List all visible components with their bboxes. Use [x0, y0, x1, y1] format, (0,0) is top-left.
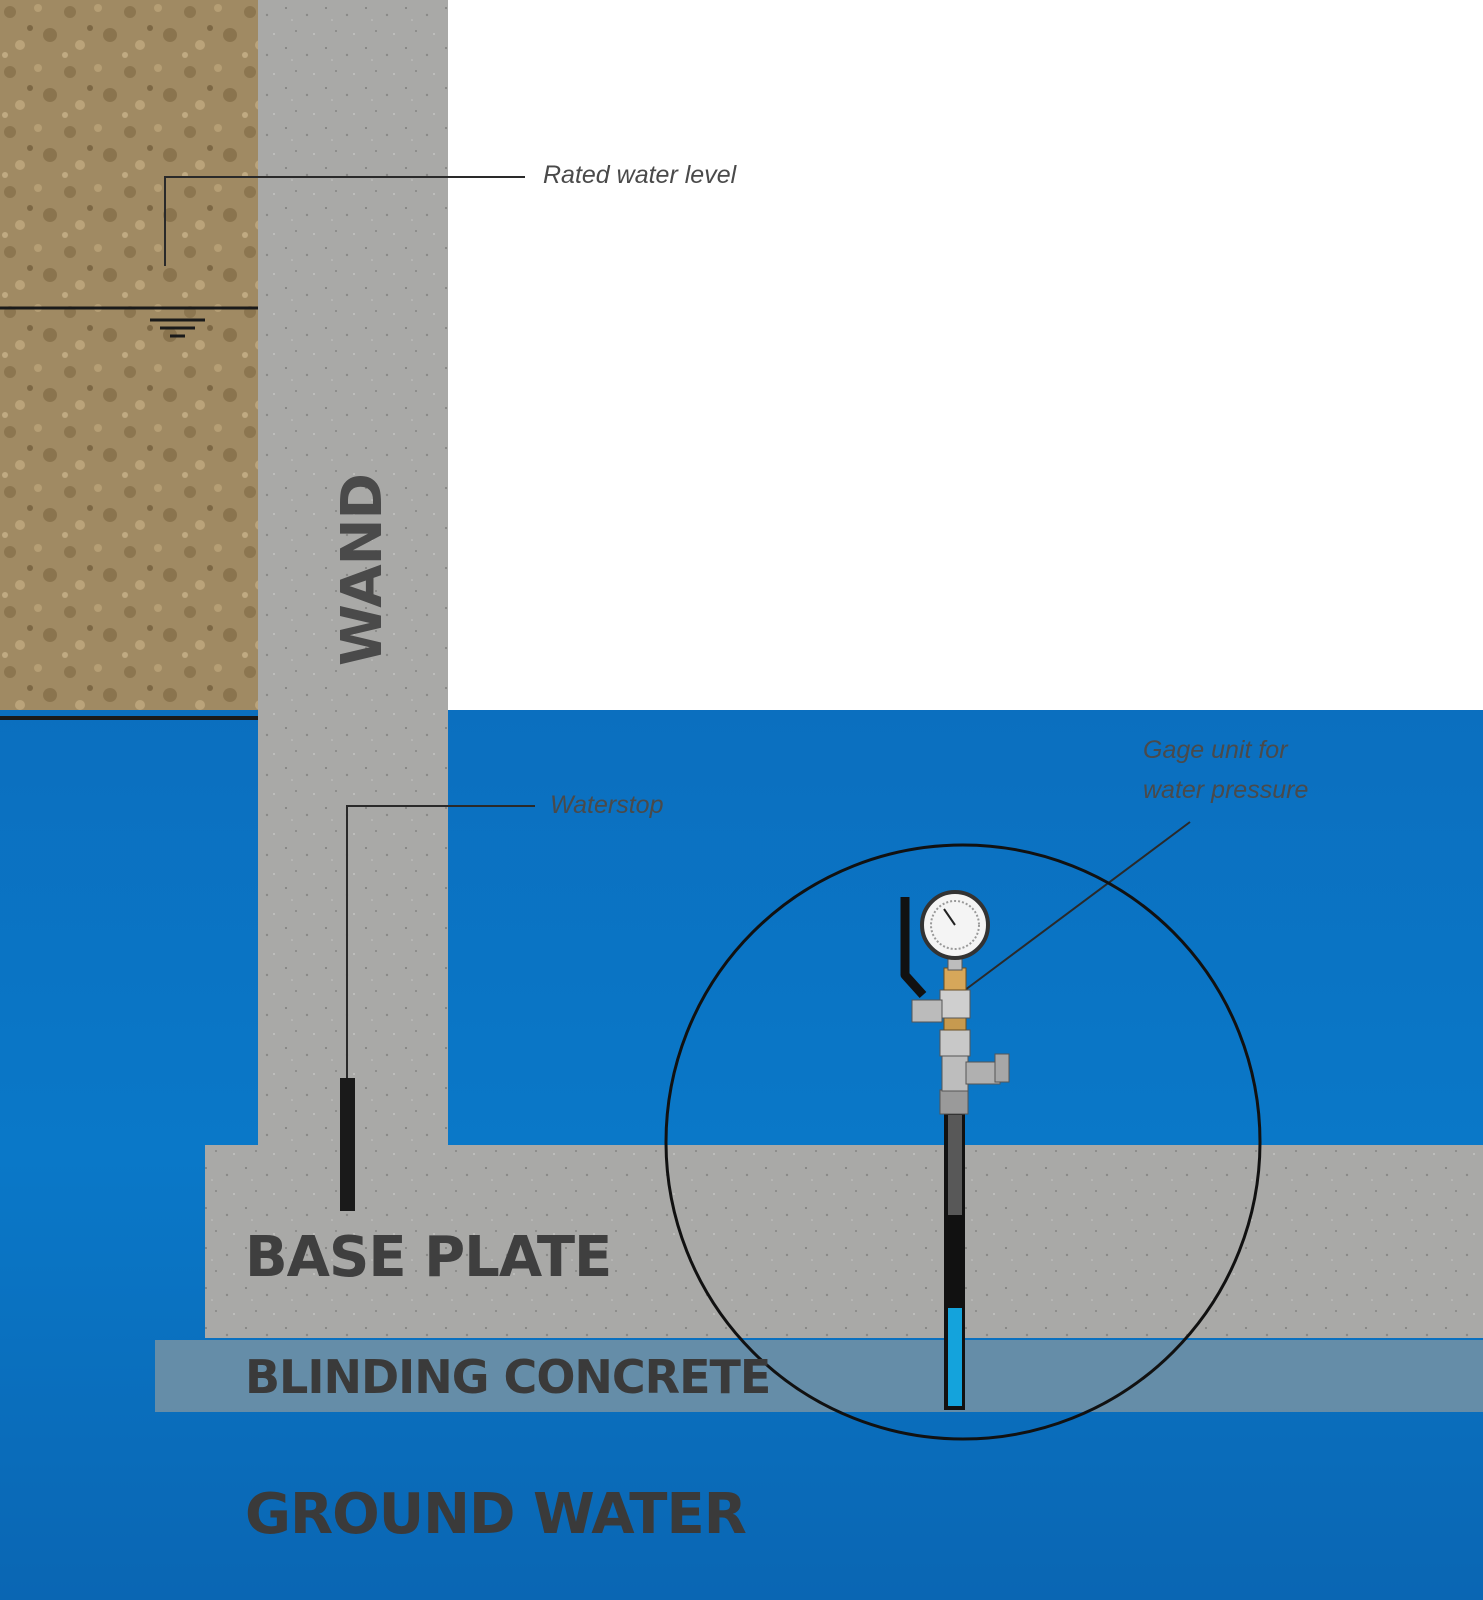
- label-rated-water-level: Rated water level: [543, 161, 737, 189]
- gage-unit: [900, 890, 1010, 1410]
- detail-circle: [664, 843, 1262, 1441]
- water-level-icon: [150, 318, 205, 338]
- rated-water-leader: [164, 176, 525, 266]
- label-base-plate: BASE PLATE: [245, 1225, 612, 1290]
- gage-water-column: [948, 1308, 962, 1406]
- waterstop: [340, 1078, 355, 1211]
- label-ground-water: GROUND WATER: [245, 1482, 747, 1547]
- soil-area: [0, 0, 258, 710]
- blinding-concrete: [155, 1340, 1483, 1412]
- label-wand: WAND: [330, 474, 395, 666]
- base-plate: [205, 1145, 1483, 1338]
- label-waterstop: Waterstop: [550, 791, 664, 819]
- label-gage-line1: Gage unit for: [1143, 736, 1288, 764]
- label-blinding-concrete: BLINDING CONCRETE: [245, 1350, 771, 1404]
- label-gage-line2: water pressure: [1143, 776, 1309, 804]
- waterstop-leader: [346, 805, 535, 1080]
- wall: [258, 0, 448, 1147]
- gage-leader: [964, 821, 1191, 991]
